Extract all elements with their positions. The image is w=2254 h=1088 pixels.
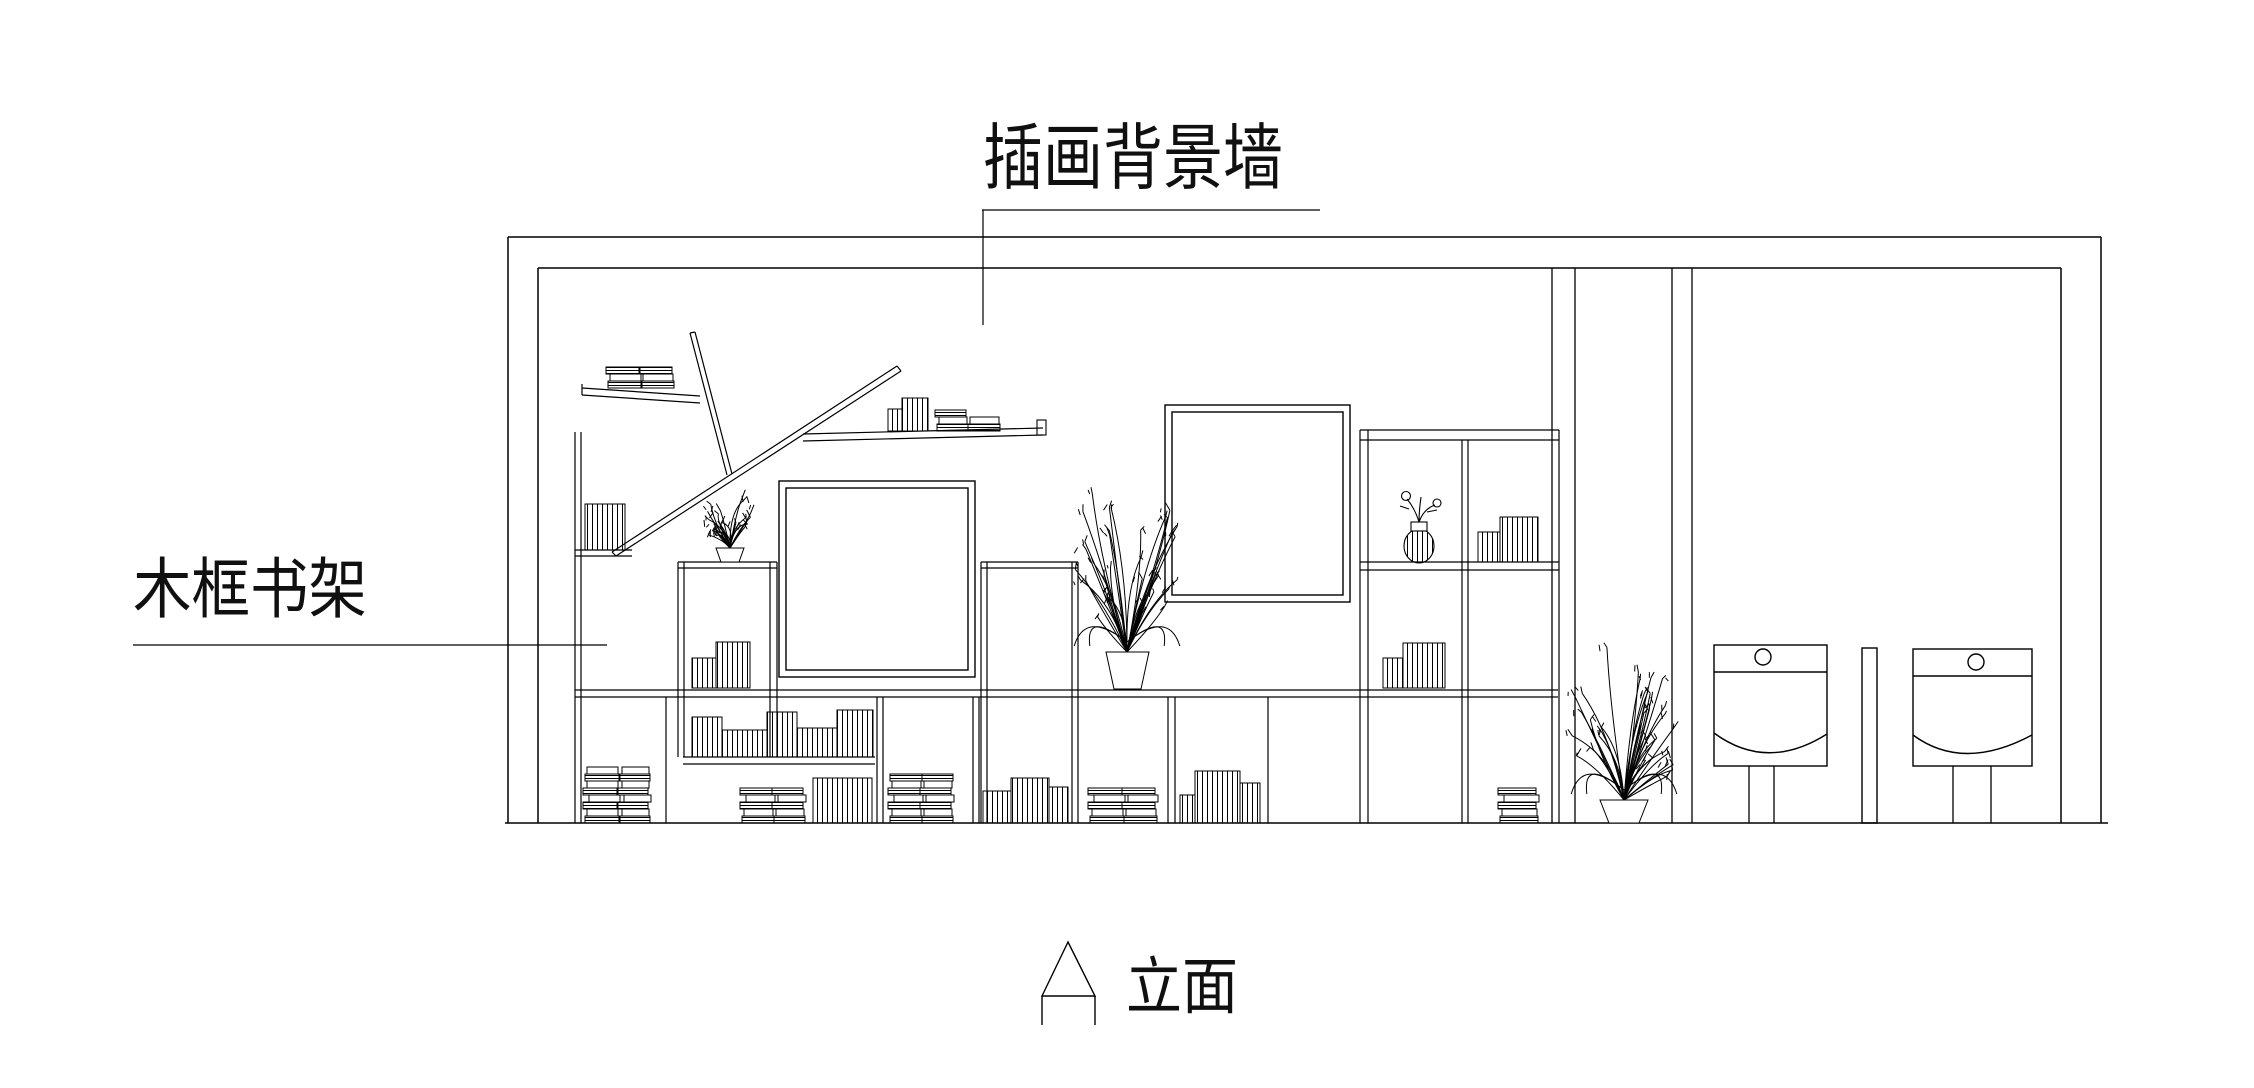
- potted-plant-center: [1073, 487, 1181, 690]
- potted-plant-large: [1565, 642, 1679, 824]
- urinal-left: [1713, 644, 1828, 767]
- urinal-right: [1912, 648, 2033, 767]
- label-bookshelf: 木框书架: [133, 551, 367, 628]
- elevation-marker: [1040, 940, 1097, 1025]
- label-elevation: 立面: [1126, 950, 1238, 1023]
- right-column: [2060, 237, 2102, 823]
- picture-frame-2: [1164, 404, 1351, 603]
- book-stacks: [582, 366, 1540, 824]
- leader-line-background-wall: [982, 209, 1320, 325]
- annotations: 插画背景墙 木框书架 立面: [133, 116, 1283, 1023]
- wall-shelf-endcap: [1036, 419, 1047, 436]
- ceiling-beam: [508, 236, 2101, 269]
- urinal-divider: [1861, 647, 1878, 824]
- potted-plant-small: [702, 489, 755, 563]
- left-wall: [507, 237, 539, 823]
- partition-column: [1551, 268, 1693, 823]
- picture-frame-1: [778, 480, 976, 678]
- label-background-wall: 插画背景墙: [983, 116, 1283, 200]
- flower-vase: [1399, 490, 1442, 564]
- bookshelf-unit: [574, 331, 1560, 823]
- urinal-fixture-lines: [1748, 766, 1992, 823]
